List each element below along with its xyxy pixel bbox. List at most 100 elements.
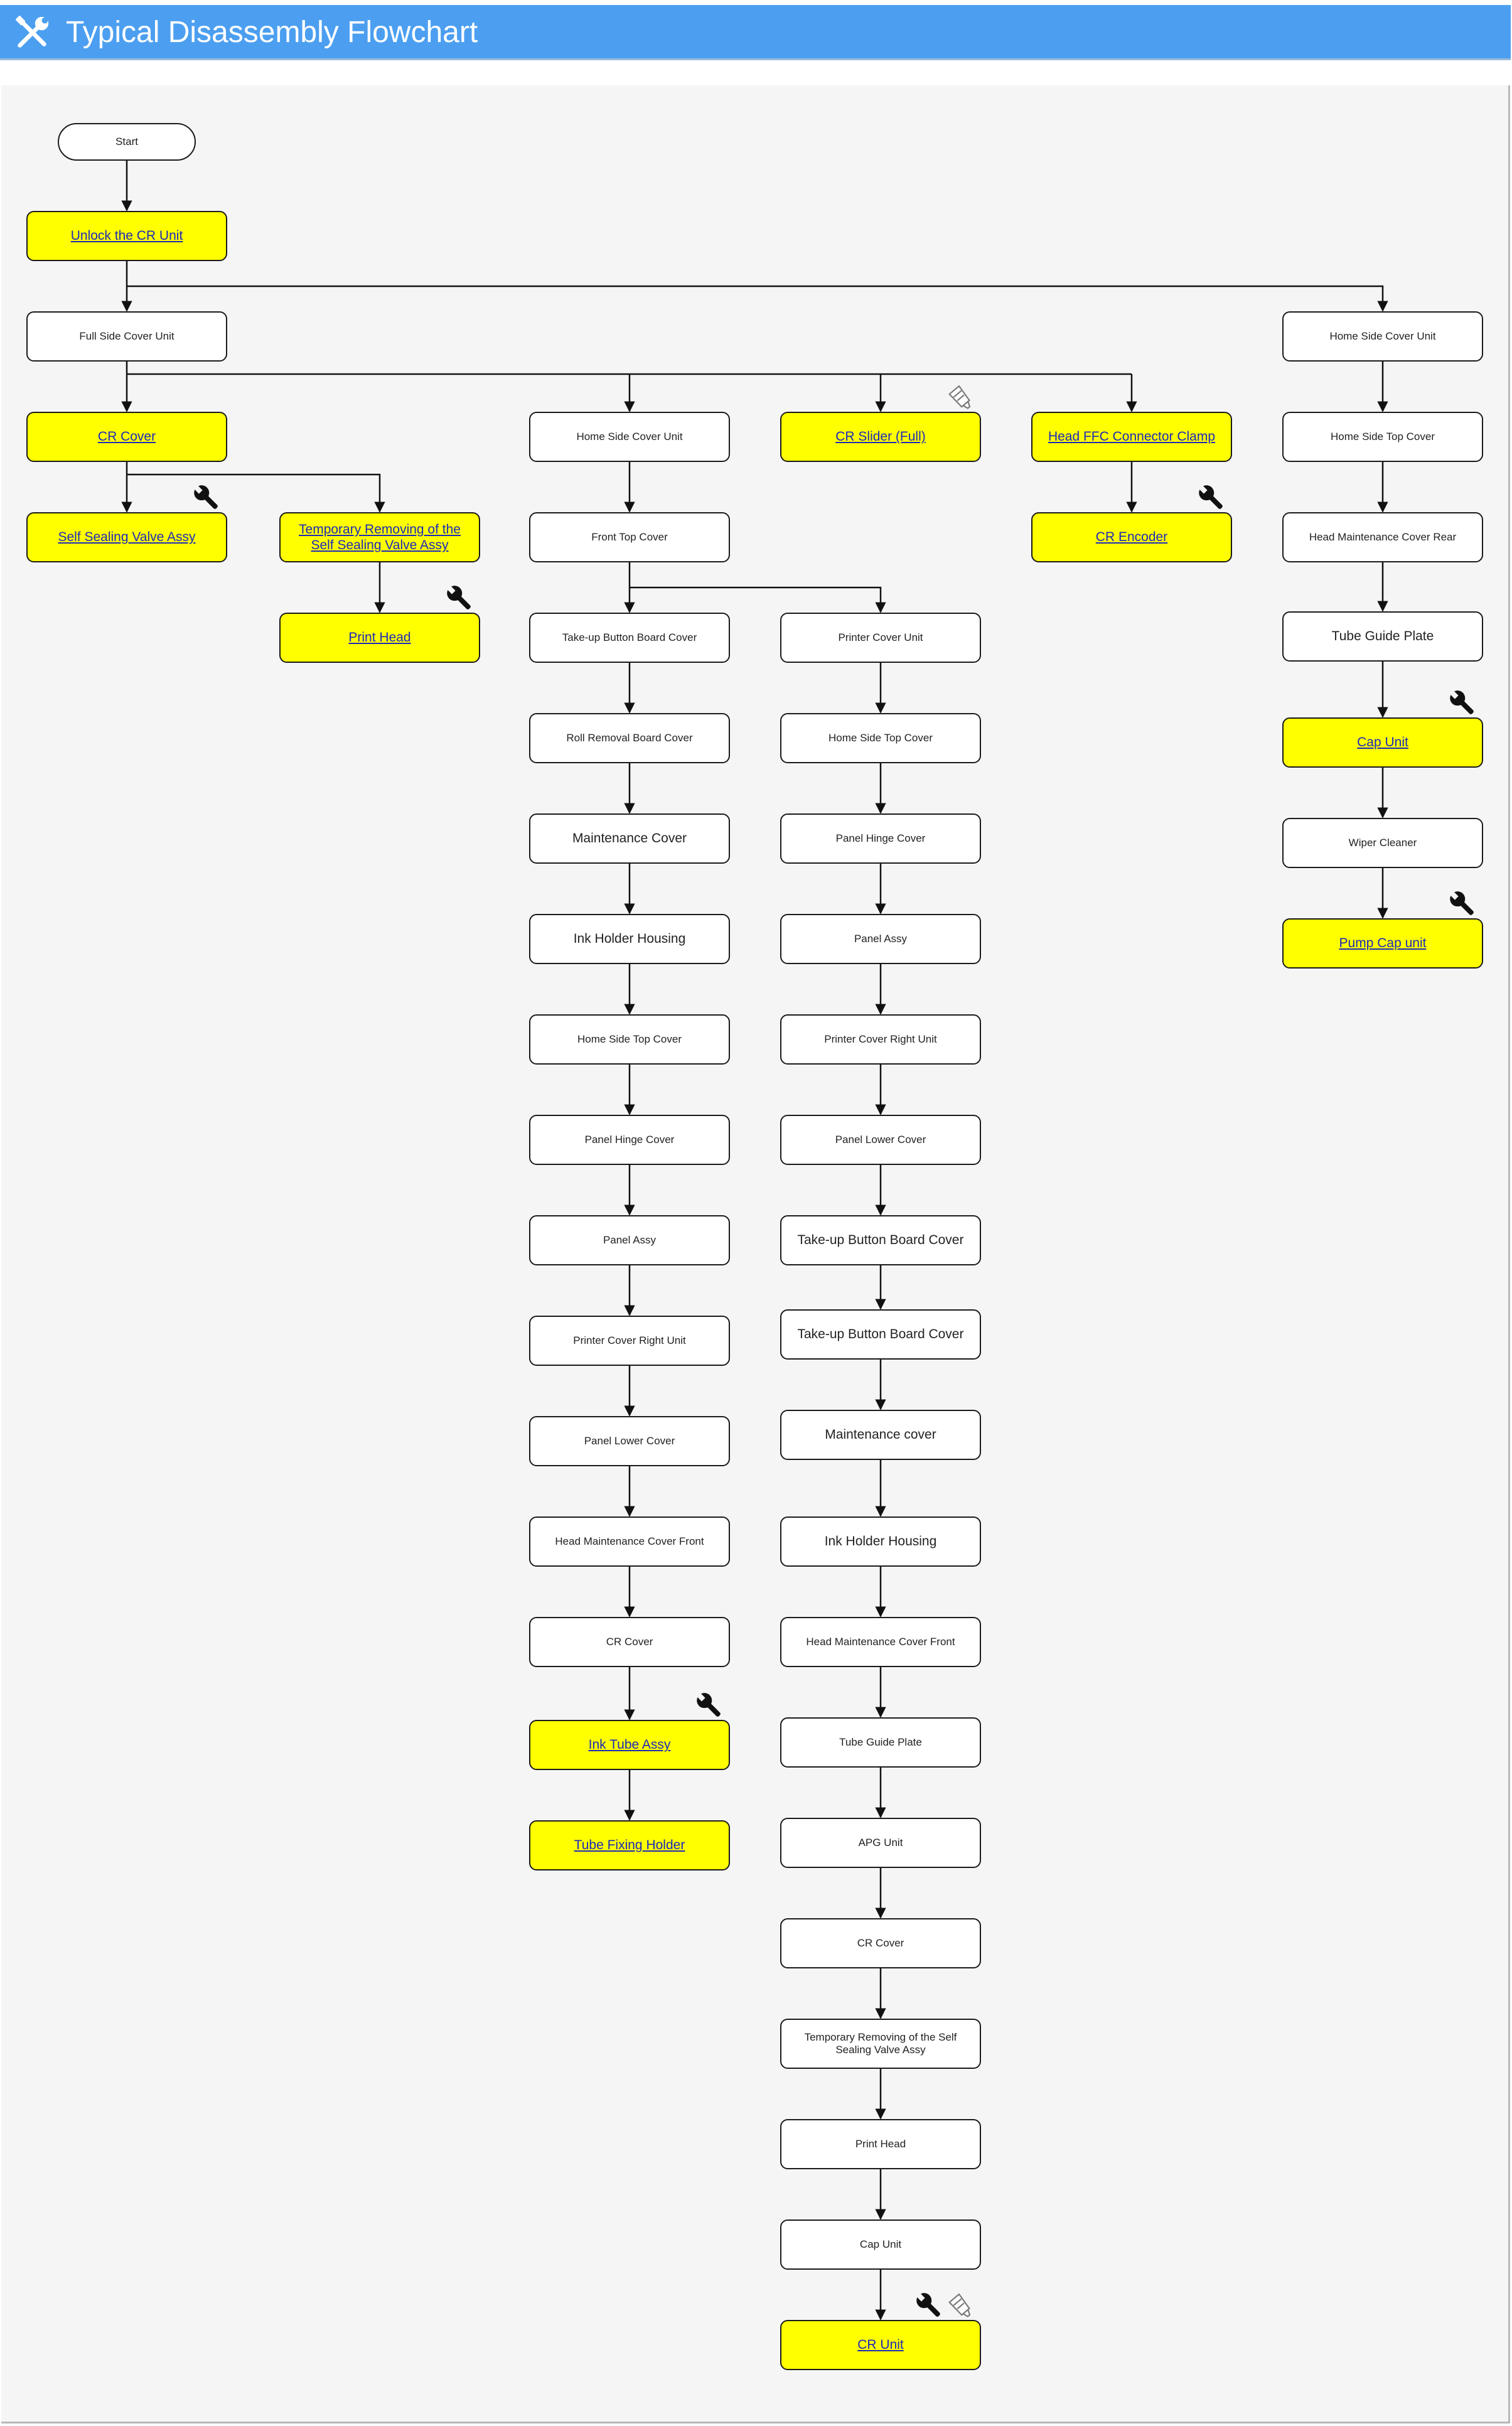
node-e-tube-guide-plate: Tube Guide Plate — [1282, 611, 1483, 662]
connector-arrow — [127, 473, 385, 513]
node-link[interactable]: CR Encoder — [1095, 530, 1168, 545]
node-label: APG Unit — [858, 1836, 903, 1849]
tools-icon — [16, 16, 49, 48]
node-e-head-maintenance-cover-rear: Head Maintenance Cover Rear — [1282, 512, 1483, 562]
node-label: Tube Guide Plate — [1331, 629, 1434, 644]
node-c-printer-cover-unit: Printer Cover Unit — [780, 613, 981, 663]
node-b-ink-tube-assy[interactable]: Ink Tube Assy — [529, 1720, 730, 1770]
node-label: Ink Holder Housing — [824, 1534, 937, 1549]
wrench-icon — [193, 485, 218, 509]
node-c-panel-lower-cover: Panel Lower Cover — [780, 1115, 981, 1165]
node-b-panel-lower-cover: Panel Lower Cover — [529, 1416, 730, 1466]
node-label: Head Maintenance Cover Front — [806, 1635, 955, 1648]
node-link[interactable]: CR Slider (Full) — [835, 429, 926, 444]
node-cr-slider-full[interactable]: CR Slider (Full) — [780, 412, 981, 462]
node-b-printer-cover-right-unit: Printer Cover Right Unit — [529, 1316, 730, 1366]
connector-arrow — [630, 586, 886, 613]
node-c-head-maintenance-cover-front: Head Maintenance Cover Front — [780, 1617, 981, 1667]
node-e-home-side-cover-unit: Home Side Cover Unit — [1282, 311, 1483, 362]
node-c-temp-removing-valve: Temporary Removing of the Self Sealing V… — [780, 2019, 981, 2069]
node-link[interactable]: CR Cover — [97, 429, 156, 444]
node-link[interactable]: Pump Cap unit — [1339, 936, 1427, 951]
node-label: Full Side Cover Unit — [79, 330, 174, 342]
node-c-ink-holder-housing: Ink Holder Housing — [780, 1516, 981, 1567]
node-label: Home Side Top Cover — [828, 731, 933, 744]
node-link[interactable]: Tube Fixing Holder — [574, 1838, 685, 1853]
node-b-panel-hinge-cover: Panel Hinge Cover — [529, 1115, 730, 1165]
node-label: CR Cover — [606, 1635, 653, 1648]
node-b-takeup-button-board-cover: Take-up Button Board Cover — [529, 613, 730, 663]
node-label: Panel Hinge Cover — [584, 1133, 675, 1146]
node-label: Temporary Removing of the Self Sealing V… — [804, 2031, 957, 2056]
page-title: Typical Disassembly Flowchart — [66, 16, 478, 49]
node-link[interactable]: Print Head — [348, 630, 411, 645]
node-cr-encoder[interactable]: CR Encoder — [1031, 512, 1232, 562]
node-label: Maintenance cover — [825, 1427, 936, 1442]
node-c-panel-hinge-cover: Panel Hinge Cover — [780, 813, 981, 864]
node-label: Home Side Cover Unit — [576, 430, 683, 443]
node-c-takeup-button-board-cover-2: Take-up Button Board Cover — [780, 1309, 981, 1360]
node-label: Tube Guide Plate — [839, 1736, 922, 1748]
node-e-cap-unit[interactable]: Cap Unit — [1282, 717, 1483, 768]
node-e-pump-cap-unit[interactable]: Pump Cap unit — [1282, 918, 1483, 969]
node-label: CR Cover — [857, 1936, 904, 1949]
node-b-roll-removal-board-cover: Roll Removal Board Cover — [529, 713, 730, 763]
node-label: Head Maintenance Cover Front — [555, 1535, 704, 1547]
node-label: Panel Lower Cover — [584, 1434, 675, 1447]
wrench-icon — [1449, 891, 1474, 915]
node-label: Panel Hinge Cover — [835, 832, 926, 844]
node-b-home-side-top-cover: Home Side Top Cover — [529, 1014, 730, 1065]
node-label: Panel Assy — [854, 932, 908, 945]
node-label: Home Side Top Cover — [1331, 430, 1435, 443]
wrench-icon — [696, 1692, 721, 1717]
node-b-tube-fixing-holder[interactable]: Tube Fixing Holder — [529, 1820, 730, 1870]
node-label: Home Side Top Cover — [577, 1033, 682, 1045]
node-b-front-top-cover: Front Top Cover — [529, 512, 730, 562]
node-label: Take-up Button Board Cover — [797, 1233, 964, 1248]
flowchart-connectors — [121, 161, 1388, 2321]
wrench-icon — [1198, 485, 1223, 509]
node-b-head-maintenance-cover-front: Head Maintenance Cover Front — [529, 1516, 730, 1567]
node-c-cr-cover: CR Cover — [780, 1918, 981, 1968]
wrench-icon — [446, 585, 471, 609]
node-head-ffc-connector-clamp[interactable]: Head FFC Connector Clamp — [1031, 412, 1232, 462]
header-bar: Typical Disassembly Flowchart — [0, 5, 1511, 60]
node-label: Roll Removal Board Cover — [566, 731, 693, 744]
node-label: Printer Cover Unit — [838, 631, 923, 643]
node-self-sealing-valve-assy[interactable]: Self Sealing Valve Assy — [26, 512, 227, 562]
node-link[interactable]: Self Sealing Valve Assy — [58, 530, 196, 545]
node-link[interactable]: Cap Unit — [1357, 735, 1408, 750]
node-label: Maintenance Cover — [572, 831, 687, 846]
node-temp-removing-valve[interactable]: Temporary Removing of the Self Sealing V… — [279, 512, 480, 562]
node-c-cap-unit: Cap Unit — [780, 2219, 981, 2270]
node-b-panel-assy: Panel Assy — [529, 1215, 730, 1265]
node-link[interactable]: CR Unit — [857, 2337, 904, 2353]
node-c-maintenance-cover: Maintenance cover — [780, 1410, 981, 1460]
node-label: Printer Cover Right Unit — [573, 1334, 686, 1346]
wrench-icon — [916, 2292, 940, 2317]
node-label: Cap Unit — [859, 2238, 902, 2250]
node-label: Panel Assy — [603, 1233, 657, 1246]
node-label: Print Head — [855, 2137, 906, 2150]
node-b-home-side-cover-unit: Home Side Cover Unit — [529, 412, 730, 462]
node-link[interactable]: Head FFC Connector Clamp — [1048, 429, 1216, 444]
node-link[interactable]: Temporary Removing of the Self Sealing V… — [299, 522, 461, 552]
node-label: Head Maintenance Cover Rear — [1309, 530, 1457, 543]
node-label: Panel Lower Cover — [835, 1133, 926, 1146]
node-label: Wiper Cleaner — [1348, 836, 1417, 849]
node-e-home-side-top-cover: Home Side Top Cover — [1282, 412, 1483, 462]
node-c-print-head: Print Head — [780, 2119, 981, 2169]
node-link[interactable]: Unlock the CR Unit — [70, 228, 183, 244]
node-print-head[interactable]: Print Head — [279, 613, 480, 663]
node-c-printer-cover-right-unit: Printer Cover Right Unit — [780, 1014, 981, 1065]
wrench-icon — [1449, 690, 1474, 714]
node-unlock-cr-unit[interactable]: Unlock the CR Unit — [26, 211, 227, 261]
node-label: Home Side Cover Unit — [1329, 330, 1436, 342]
grease-tube-icon — [948, 2293, 971, 2317]
node-c-cr-unit[interactable]: CR Unit — [780, 2320, 981, 2370]
node-cr-cover[interactable]: CR Cover — [26, 412, 227, 462]
node-start: Start — [58, 123, 196, 161]
node-link[interactable]: Ink Tube Assy — [588, 1737, 671, 1752]
node-c-panel-assy: Panel Assy — [780, 914, 981, 964]
